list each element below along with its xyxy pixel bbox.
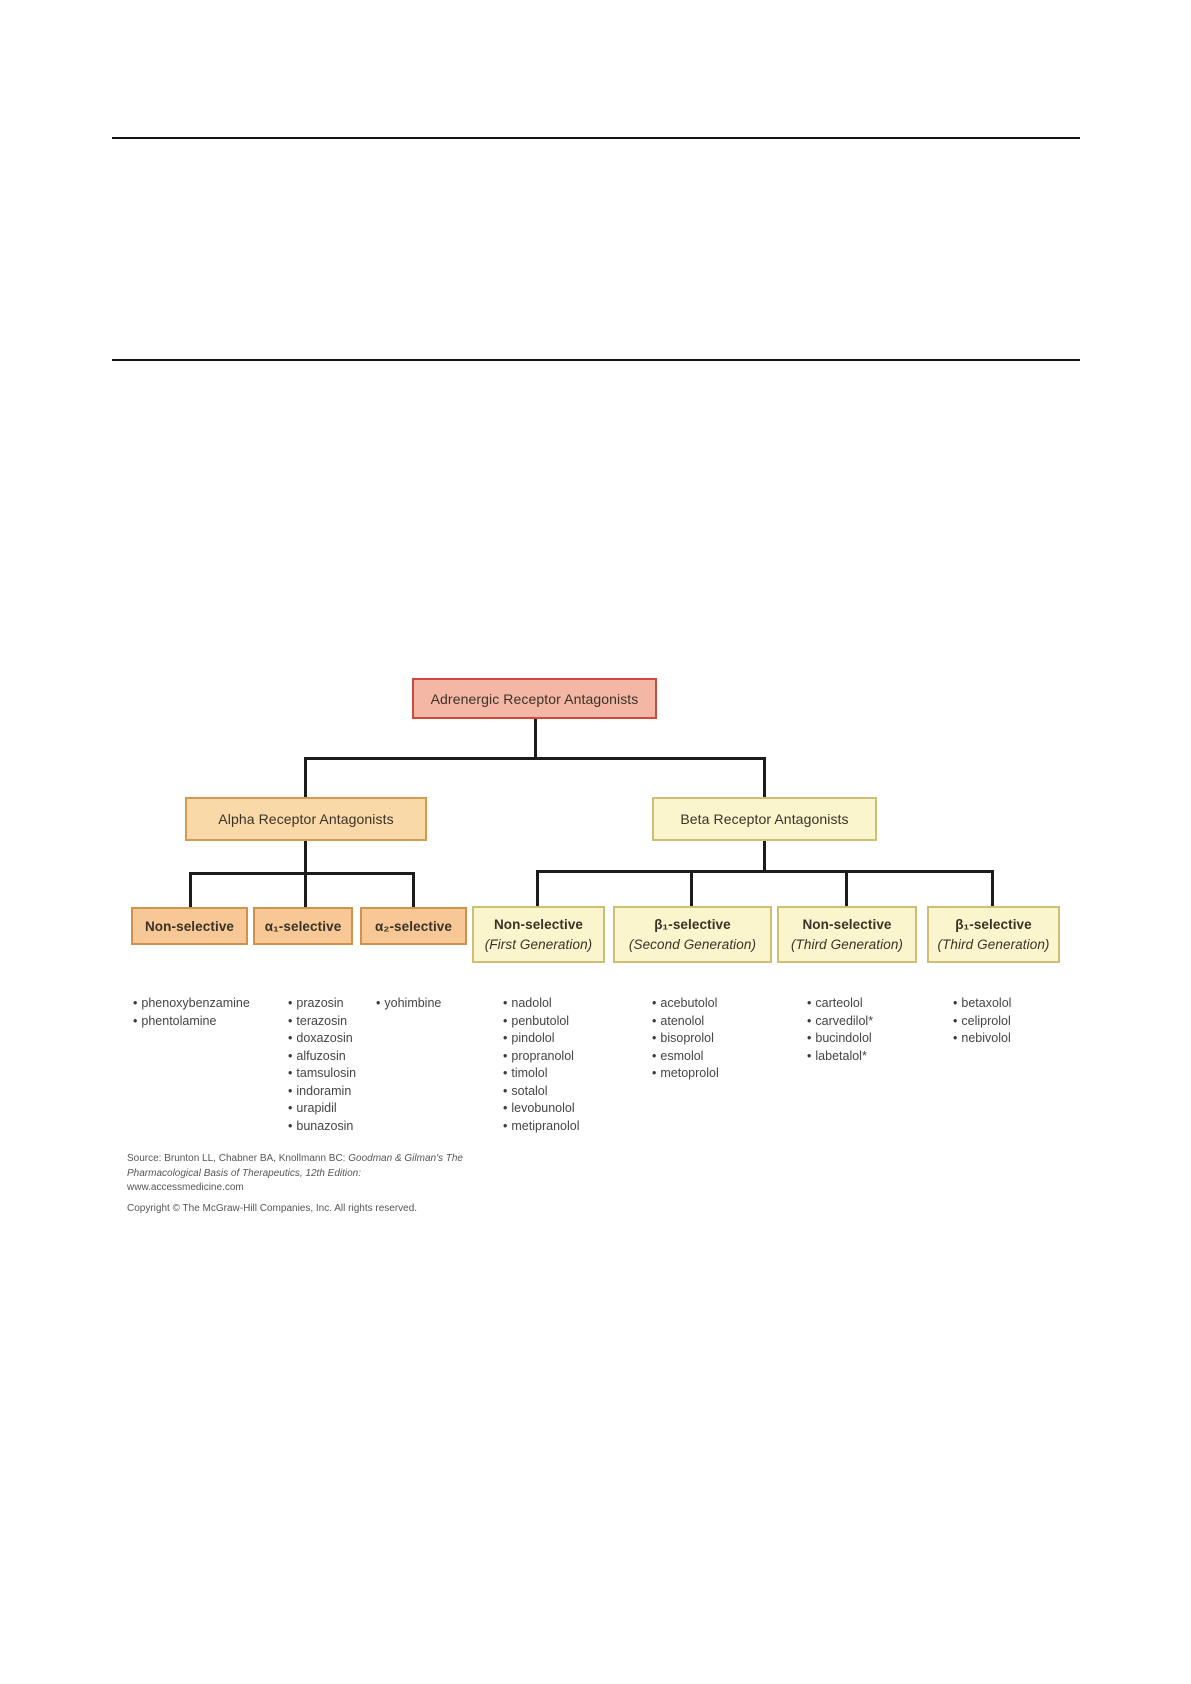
node-label: α₂-selective (374, 918, 453, 934)
node-generation-label: (Second Generation) (628, 936, 757, 952)
drug-item: nebivolol (953, 1030, 1011, 1048)
node-label: Non-selective (802, 916, 892, 932)
copyright-notice: Copyright © The McGraw-Hill Companies, I… (127, 1202, 418, 1214)
drug-item: esmolol (652, 1048, 719, 1066)
drug-item: pindolol (503, 1030, 579, 1048)
connector-beta-stem (763, 841, 766, 870)
drug-item: metoprolol (652, 1065, 718, 1083)
connector-beta-crossbar (536, 870, 994, 873)
source-citation-title: Goodman & Gilman's The Pharmacological B… (127, 1153, 463, 1179)
drug-item: levobunolol (503, 1100, 579, 1118)
node-beta-non-selective-first-generation: Non-selective (First Generation) (472, 906, 605, 963)
connector-beta-child4-drop (991, 873, 994, 906)
drug-item: carteolol (807, 995, 873, 1013)
connector-root-stem (534, 719, 537, 758)
drug-item: terazosin (288, 1013, 356, 1031)
drug-list-alpha-non-selective: phenoxybenzaminephentolamine (133, 995, 250, 1031)
node-label: Non-selective (493, 916, 584, 932)
drug-item: penbutolol (503, 1013, 579, 1031)
node-alpha-non-selective: Non-selective (131, 907, 248, 945)
header-rule-top (112, 137, 1080, 139)
node-generation-label: (Third Generation) (937, 936, 1050, 952)
drug-list-beta-non-selective-first-generation: nadololpenbutololpindololpropranololtimo… (503, 995, 579, 1135)
drug-item: doxazosin (288, 1030, 356, 1048)
connector-beta-child3-drop (845, 873, 848, 906)
drug-item: bucindolol (807, 1030, 873, 1048)
node-alpha1-selective: α₁-selective (253, 907, 353, 945)
connector-beta-child1-drop (536, 873, 539, 906)
drug-item: prazosin (288, 995, 356, 1013)
connector-root-crossbar (304, 757, 766, 760)
drug-list-alpha2-selective: yohimbine (376, 995, 441, 1013)
drug-item: acebutolol (652, 995, 719, 1013)
node-label: Adrenergic Receptor Antagonists (430, 690, 639, 707)
node-label: Non-selective (144, 918, 235, 934)
node-adrenergic-receptor-antagonists: Adrenergic Receptor Antagonists (412, 678, 657, 719)
drug-item: timolol (503, 1065, 579, 1083)
drug-item: nadolol (503, 995, 579, 1013)
drug-item: urapidil (288, 1100, 356, 1118)
node-generation-label: (First Generation) (484, 936, 593, 952)
drug-item: yohimbine (376, 995, 441, 1013)
source-url: www.accessmedicine.com (127, 1182, 244, 1193)
drug-item: propranolol (503, 1048, 579, 1066)
drug-list-beta1-selective-third-generation: betaxololceliprololnebivolol (953, 995, 1011, 1048)
node-alpha2-selective: α₂-selective (360, 907, 467, 945)
connector-alpha-crossbar (189, 872, 415, 875)
source-citation-prefix: Source: Brunton LL, Chabner BA, Knollman… (127, 1153, 349, 1164)
connector-beta-child2-drop (690, 873, 693, 906)
drug-item: metipranolol (503, 1118, 579, 1136)
figure-source-block: Source: Brunton LL, Chabner BA, Knollman… (127, 1152, 467, 1216)
drug-list-beta-non-selective-third-generation: carteololcarvedilol*bucindolollabetalol* (807, 995, 873, 1065)
connector-alpha-drop (304, 760, 307, 797)
drug-list-alpha1-selective: prazosinterazosindoxazosinalfuzosintamsu… (288, 995, 356, 1135)
node-label: Alpha Receptor Antagonists (218, 811, 394, 827)
node-label: Beta Receptor Antagonists (680, 811, 849, 827)
connector-alpha-child1-drop (189, 875, 192, 907)
drug-item: betaxolol (953, 995, 1011, 1013)
connector-alpha-child3-drop (412, 875, 415, 907)
drug-item: sotalol (503, 1083, 579, 1101)
drug-item: phenoxybenzamine (133, 995, 249, 1013)
connector-alpha-stem (304, 841, 307, 872)
node-label: α₁-selective (264, 918, 342, 934)
drug-item: phentolamine (133, 1013, 250, 1031)
node-alpha-receptor-antagonists: Alpha Receptor Antagonists (185, 797, 427, 841)
node-label: β₁-selective (654, 916, 731, 932)
drug-item: alfuzosin (288, 1048, 356, 1066)
drug-item: carvedilol* (807, 1013, 873, 1031)
node-beta-non-selective-third-generation: Non-selective (Third Generation) (777, 906, 917, 963)
source-citation: Source: Brunton LL, Chabner BA, Knollman… (127, 1152, 467, 1181)
drug-item: atenolol (652, 1013, 719, 1031)
drug-item: indoramin (288, 1083, 356, 1101)
drug-item: labetalol* (807, 1048, 873, 1066)
drug-item: celiprolol (953, 1013, 1011, 1031)
node-beta1-selective-second-generation: β₁-selective (Second Generation) (613, 906, 772, 963)
node-beta-receptor-antagonists: Beta Receptor Antagonists (652, 797, 877, 841)
connector-alpha-child2-drop (304, 875, 307, 907)
header-rule-bottom (112, 359, 1080, 361)
drug-item: bisoprolol (652, 1030, 719, 1048)
node-label: β₁-selective (955, 916, 1032, 932)
drug-item: tamsulosin (288, 1065, 356, 1083)
node-beta1-selective-third-generation: β₁-selective (Third Generation) (927, 906, 1060, 963)
drug-item: bunazosin (288, 1118, 356, 1136)
connector-beta-drop (763, 760, 766, 797)
drug-list-beta1-selective-second-generation: acebutololatenololbisoprololesmololmetop… (652, 995, 719, 1083)
node-generation-label: (Third Generation) (790, 936, 904, 952)
